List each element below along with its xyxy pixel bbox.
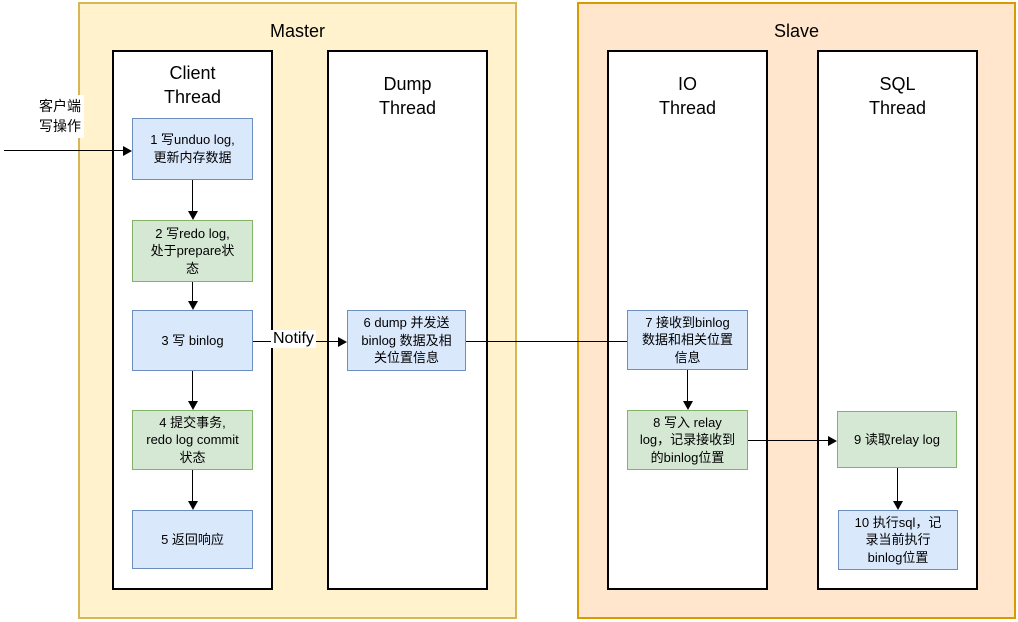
arrowhead-down-icon [682, 401, 693, 410]
arrowhead-down-icon [187, 401, 198, 410]
arrow-step9-to-step10 [897, 468, 898, 501]
arrow-step8-to-step9 [748, 440, 828, 441]
io-thread-label: IO Thread [658, 74, 717, 119]
arrowhead-down-icon [187, 301, 198, 310]
arrowhead-down-icon [187, 211, 198, 220]
step-5-return-response: 5 返回响应 [132, 510, 253, 569]
client-thread-label: Client Thread [163, 63, 222, 108]
step-8-write-relay-log: 8 写入 relay log，记录接收到 的binlog位置 [627, 410, 748, 470]
step-1-write-undo-log: 1 写unduo log, 更新内存数据 [132, 118, 253, 180]
slave-label: Slave [773, 21, 820, 41]
arrowhead-right-icon [338, 336, 347, 347]
step-7-receive-binlog: 7 接收到binlog 数据和相关位置 信息 [627, 310, 748, 370]
line-step6-to-step7 [466, 341, 627, 342]
arrow-step7-to-step8 [687, 370, 688, 401]
master-label: Master [269, 21, 325, 41]
arrow-step1-to-step2 [192, 180, 193, 211]
step-4-commit-transaction: 4 提交事务, redo log commit 状态 [132, 410, 253, 470]
step-2-write-redo-log: 2 写redo log, 处于prepare状 态 [132, 220, 253, 282]
dump-thread-label: Dump Thread [378, 74, 437, 119]
arrowhead-right-icon [123, 145, 132, 156]
step-9-read-relay-log: 9 读取relay log [837, 411, 957, 468]
step-3-write-binlog: 3 写 binlog [132, 310, 253, 371]
notify-label: Notify [271, 330, 316, 348]
arrow-step4-to-step5 [192, 470, 193, 501]
sql-thread-label: SQL Thread [868, 74, 927, 119]
arrowhead-down-icon [892, 501, 903, 510]
step-6-dump-send-binlog: 6 dump 并发送 binlog 数据及相 关位置信息 [347, 310, 466, 371]
arrow-step2-to-step3 [192, 282, 193, 301]
arrowhead-down-icon [187, 501, 198, 510]
arrow-step3-to-step4 [192, 371, 193, 401]
step-10-execute-sql: 10 执行sql，记 录当前执行 binlog位置 [838, 510, 958, 570]
client-write-operation-label: 客户端 写操作 [36, 95, 84, 139]
arrowhead-right-icon [828, 435, 837, 446]
client-input-arrow-line [4, 150, 123, 151]
